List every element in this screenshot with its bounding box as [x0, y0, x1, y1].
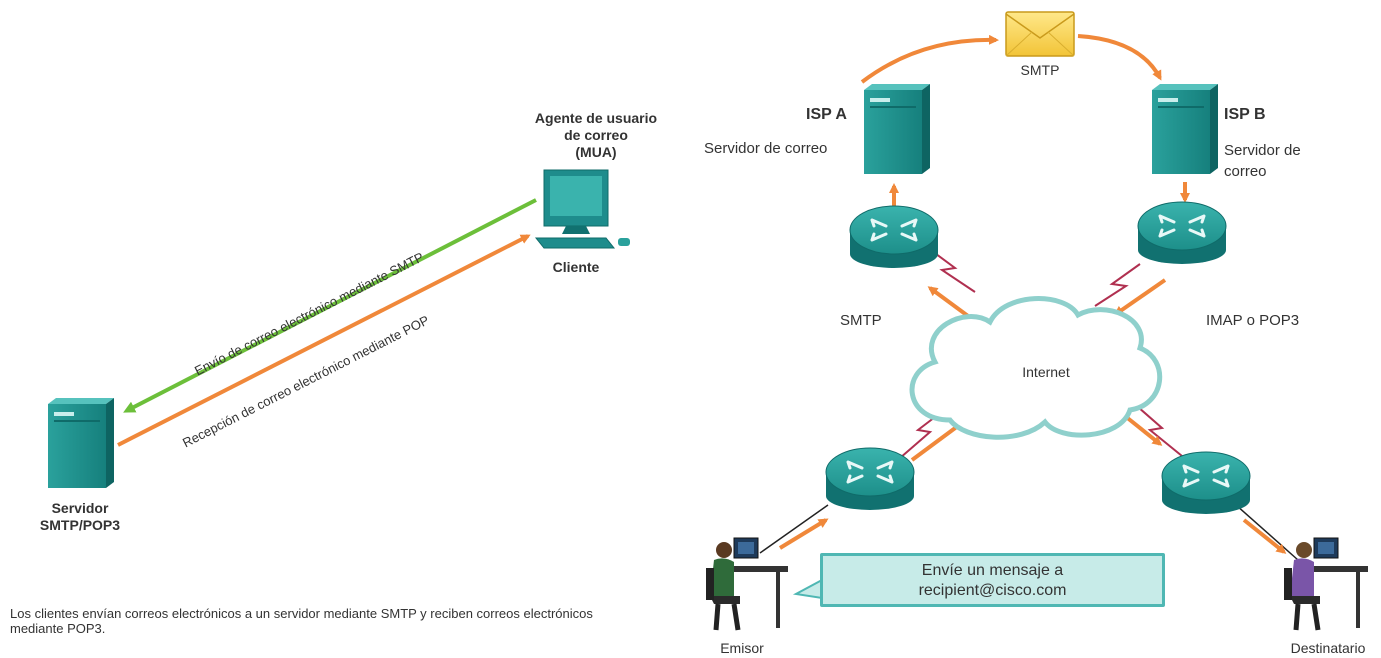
diagram-caption: Los clientes envían correos electrónicos…: [10, 606, 593, 636]
sender-user-icon: [706, 537, 788, 631]
callout-line-1: Envíe un mensaje a: [921, 562, 1064, 579]
envelope-smtp-label: SMTP: [1020, 62, 1060, 78]
left-diagram: [48, 169, 630, 488]
isp-b-title: ISP B: [1224, 106, 1266, 123]
imap-pop3-link-label: IMAP o POP3: [1206, 312, 1300, 329]
callout-line-2: recipient@cisco.com: [918, 582, 1067, 599]
router-isp-a-icon: [848, 204, 940, 270]
isp-a-title: ISP A: [806, 106, 847, 123]
isp-a-subtitle: Servidor de correo: [704, 140, 828, 157]
mua-computer-icon: [534, 169, 630, 249]
mua-label: Agente de usuario de correo (MUA): [534, 110, 658, 160]
isp-b-server-icon: [1152, 84, 1218, 174]
send-smtp-arrow: [123, 198, 537, 413]
isp-a-server-icon: [864, 84, 930, 174]
server-label: Servidor SMTP/POP3: [39, 500, 121, 533]
recipient-user-icon: [1284, 537, 1368, 631]
receive-pop-arrow: [117, 234, 531, 447]
send-message-callout: Envíe un mensaje a recipient@cisco.com: [820, 553, 1165, 607]
recipient-label: Destinatario: [1290, 640, 1366, 656]
router-recipient-icon: [1160, 450, 1252, 516]
router-sender-icon: [824, 446, 916, 512]
smtp-link-label: SMTP: [840, 312, 882, 329]
callout-pointer: [792, 578, 823, 600]
smtp-pop3-server-icon: [48, 398, 114, 488]
internet-label: Internet: [1022, 364, 1070, 380]
isp-b-subtitle: Servidor de correo: [1224, 142, 1301, 180]
email-envelope-icon: [1005, 11, 1075, 57]
internet-cloud-icon: [909, 296, 1163, 440]
sender-label: Emisor: [720, 640, 764, 656]
router-isp-b-icon: [1136, 200, 1228, 266]
client-label: Cliente: [552, 259, 600, 275]
